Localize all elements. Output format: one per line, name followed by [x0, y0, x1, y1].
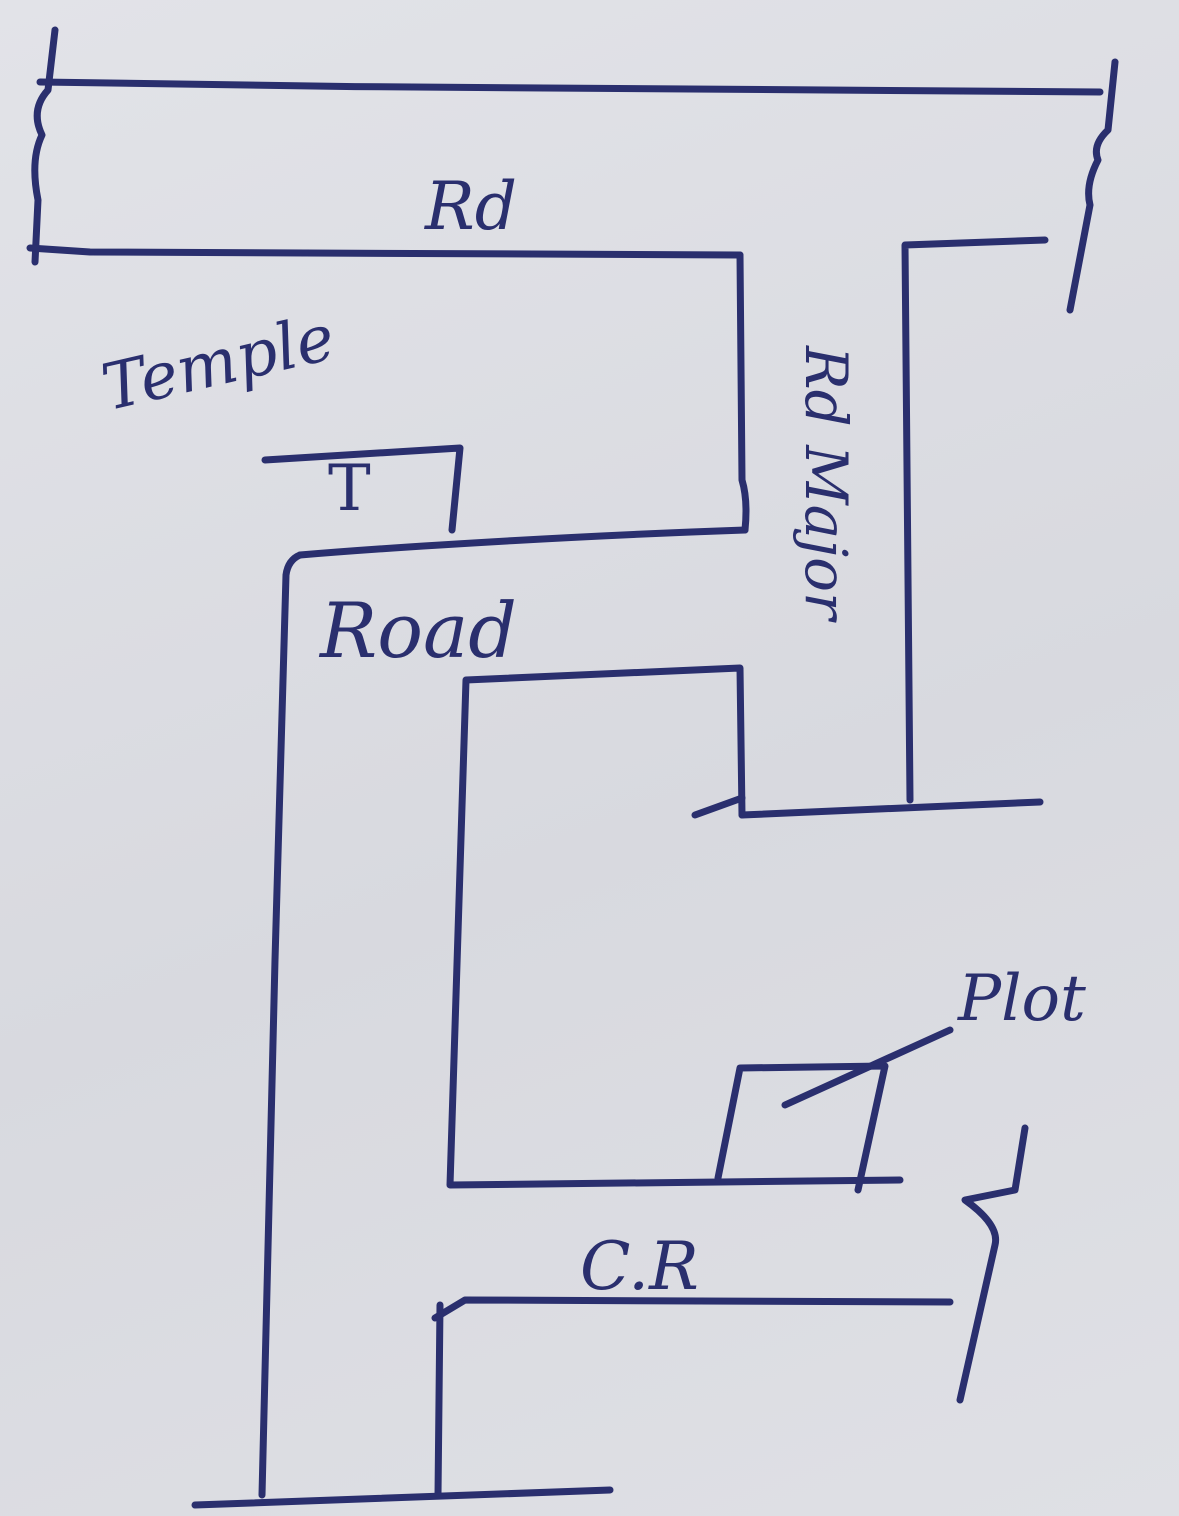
temple-mark-label: T [328, 452, 371, 526]
main-road-label: Rd Major [792, 346, 860, 620]
block-right-edge [736, 251, 750, 534]
road-label: Road [320, 586, 517, 675]
main-road-brace [1066, 58, 1119, 314]
main-road-left-edge [738, 798, 1044, 819]
block-bottom-edge [296, 526, 749, 559]
top-road-left-brace [31, 26, 59, 266]
road-inner-block-notch [691, 794, 746, 819]
plot-right-brace [956, 1124, 1029, 1404]
lower-road-top-edge [431, 1296, 954, 1322]
lower-road-left-edge [434, 1301, 444, 1499]
plot-label: Plot [958, 962, 1086, 1036]
plot-pointer-line [781, 1026, 954, 1109]
top-road-bottom-edge [26, 244, 744, 259]
road-inner-block [446, 664, 904, 1189]
main-road-right-edge [901, 236, 1049, 804]
road-outer-left-edge [258, 551, 304, 1499]
top-road-label: Rd [425, 168, 517, 245]
temple-box [261, 444, 464, 534]
cr-label: C.R [580, 1228, 699, 1305]
top-road-top-edge [36, 78, 1104, 96]
bottom-line [191, 1486, 614, 1509]
plot-box [714, 1062, 889, 1194]
